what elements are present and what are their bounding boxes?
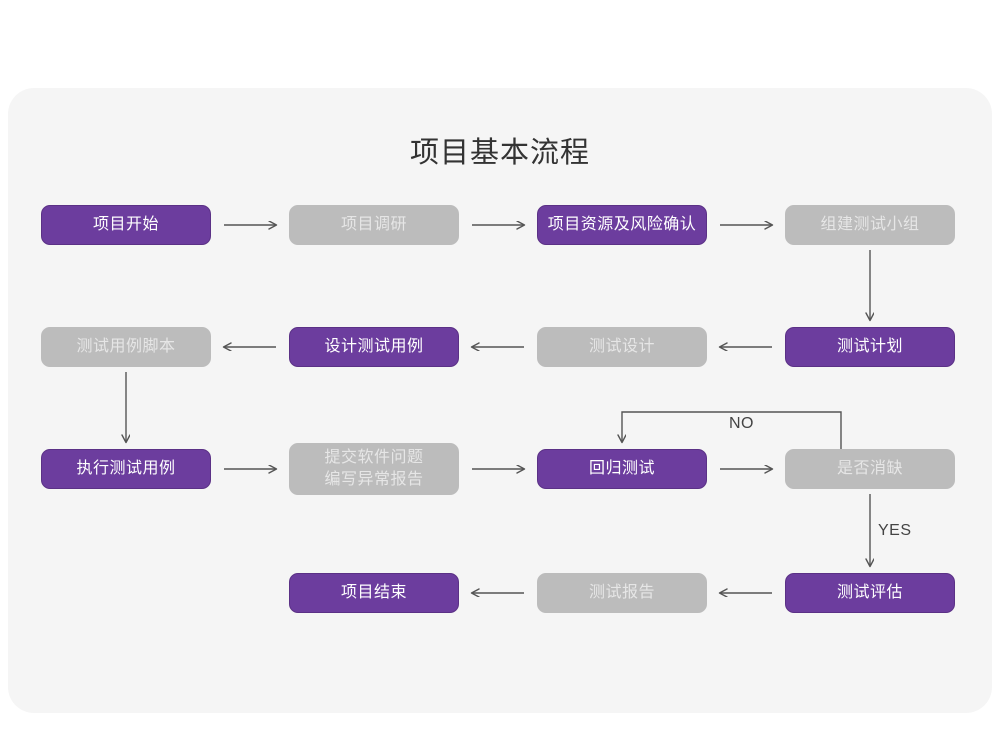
node-resource-risk-confirm[interactable]: 项目资源及风险确认	[537, 205, 707, 245]
edge-label-yes: YES	[878, 522, 912, 539]
node-design-test-cases[interactable]: 设计测试用例	[289, 327, 459, 367]
node-test-evaluation[interactable]: 测试评估	[785, 573, 955, 613]
node-build-test-team[interactable]: 组建测试小组	[785, 205, 955, 245]
page-title: 项目基本流程	[409, 137, 590, 169]
node-execute-test-cases[interactable]: 执行测试用例	[41, 449, 211, 489]
arrow-no-loop	[622, 411, 842, 449]
node-project-research[interactable]: 项目调研	[289, 205, 459, 245]
node-project-end[interactable]: 项目结束	[289, 573, 459, 613]
node-test-case-scripts[interactable]: 测试用例脚本	[41, 327, 211, 367]
node-defect-resolved[interactable]: 是否消缺	[785, 449, 955, 489]
node-project-start[interactable]: 项目开始	[41, 205, 211, 245]
node-test-report[interactable]: 测试报告	[537, 573, 707, 613]
node-test-plan[interactable]: 测试计划	[785, 327, 955, 367]
node-regression-test[interactable]: 回归测试	[537, 449, 707, 489]
node-test-design[interactable]: 测试设计	[537, 327, 707, 367]
node-submit-defect-report[interactable]: 提交软件问题 编写异常报告	[289, 443, 459, 495]
edge-label-no: NO	[729, 415, 754, 432]
